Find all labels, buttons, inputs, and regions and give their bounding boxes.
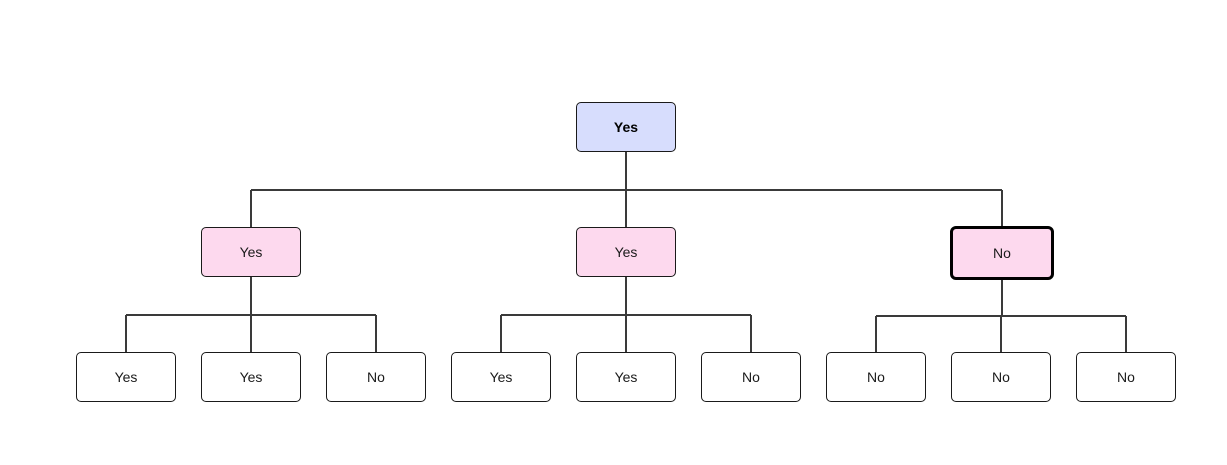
- leaf-node[interactable]: No: [1076, 352, 1176, 402]
- root-node[interactable]: Yes: [576, 102, 676, 152]
- leaf-node[interactable]: No: [951, 352, 1051, 402]
- leaf-node[interactable]: No: [826, 352, 926, 402]
- node-label: Yes: [239, 244, 263, 260]
- node-label: No: [367, 369, 385, 385]
- branch-node-1[interactable]: Yes: [201, 227, 301, 277]
- node-label: No: [993, 245, 1011, 261]
- branch-node-3-selected[interactable]: No: [950, 226, 1054, 280]
- node-label: No: [867, 369, 885, 385]
- node-label: Yes: [613, 119, 639, 135]
- leaf-node[interactable]: No: [326, 352, 426, 402]
- node-label: No: [992, 369, 1010, 385]
- node-label: Yes: [614, 244, 638, 260]
- leaf-node[interactable]: Yes: [576, 352, 676, 402]
- node-label: No: [1117, 369, 1135, 385]
- leaf-node[interactable]: Yes: [76, 352, 176, 402]
- node-label: Yes: [614, 369, 638, 385]
- leaf-node[interactable]: Yes: [201, 352, 301, 402]
- leaf-node[interactable]: Yes: [451, 352, 551, 402]
- node-label: Yes: [489, 369, 513, 385]
- node-label: Yes: [239, 369, 263, 385]
- node-label: Yes: [114, 369, 138, 385]
- leaf-node[interactable]: No: [701, 352, 801, 402]
- node-label: No: [742, 369, 760, 385]
- branch-node-2[interactable]: Yes: [576, 227, 676, 277]
